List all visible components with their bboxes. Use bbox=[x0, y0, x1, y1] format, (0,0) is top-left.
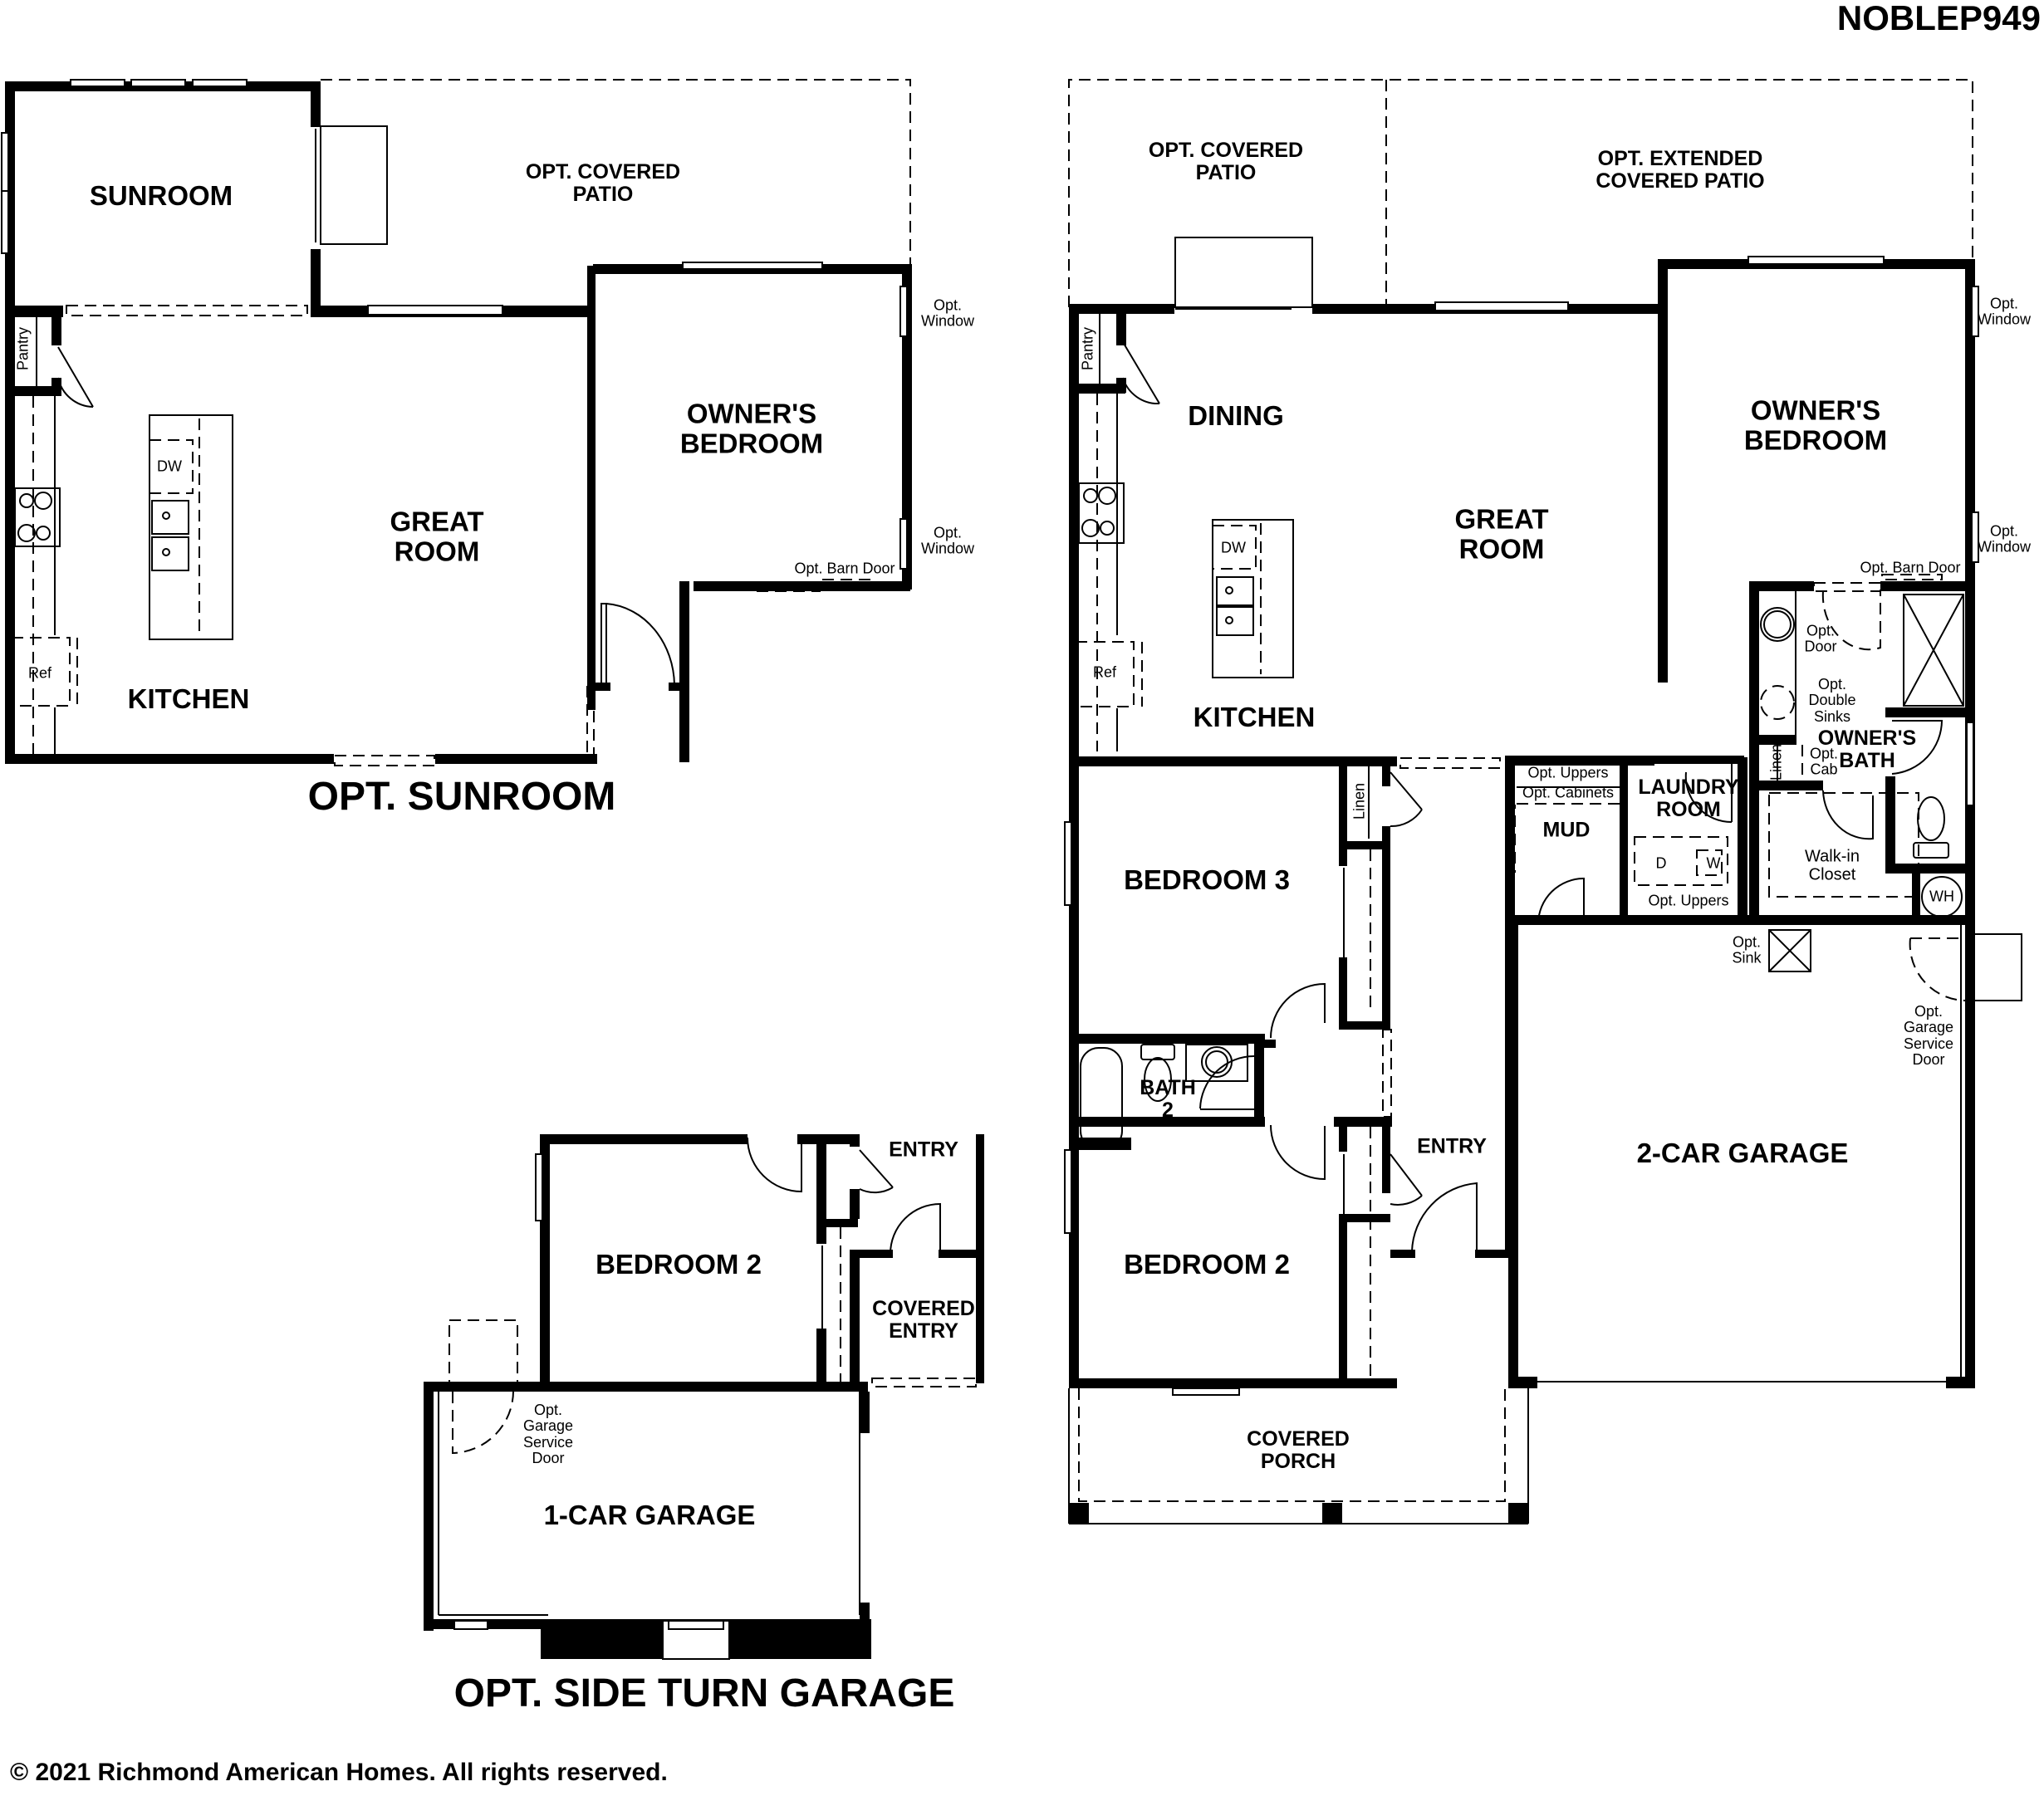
opt-side-turn-garage-plan bbox=[424, 1134, 984, 1660]
note-opt-barn-door: Opt. Barn Door bbox=[1860, 559, 1961, 576]
fixture-water-heater: WH bbox=[1929, 888, 1954, 905]
note-opt-window-2: Opt. Window bbox=[920, 524, 975, 557]
room-sunroom: SUNROOM bbox=[89, 180, 233, 212]
room-entry: ENTRY bbox=[1417, 1134, 1487, 1158]
room-entry: ENTRY bbox=[889, 1138, 958, 1162]
label-walk-in-closet: Walk-in Closet bbox=[1805, 847, 1860, 883]
title-opt-side-turn-garage: OPT. SIDE TURN GARAGE bbox=[453, 1671, 955, 1716]
label-linen-hall: Linen bbox=[1350, 782, 1368, 820]
room-dining: DINING bbox=[1188, 400, 1284, 432]
room-opt-extended-covered-patio: OPT. EXTENDED COVERED PATIO bbox=[1595, 147, 1765, 193]
note-opt-sink: Opt. Sink bbox=[1732, 933, 1762, 967]
note-opt-window-1: Opt. Window bbox=[1977, 295, 2032, 328]
note-opt-uppers: Opt. Uppers bbox=[1527, 764, 1609, 781]
room-great-room: GREAT ROOM bbox=[1454, 503, 1549, 564]
fixture-dishwasher: DW bbox=[1221, 539, 1246, 556]
room-one-car-garage: 1-CAR GARAGE bbox=[543, 1500, 756, 1531]
room-two-car-garage: 2-CAR GARAGE bbox=[1636, 1138, 1849, 1169]
note-opt-door: Opt. Door bbox=[1804, 622, 1837, 655]
room-laundry-room: LAUNDRY ROOM bbox=[1638, 776, 1739, 821]
note-opt-uppers-laundry: Opt. Uppers bbox=[1648, 892, 1729, 909]
opt-sunroom-plan bbox=[1, 79, 912, 766]
room-kitchen: KITCHEN bbox=[1193, 702, 1316, 733]
room-bedroom-2: BEDROOM 2 bbox=[1124, 1249, 1290, 1280]
room-opt-covered-patio: OPT. COVERED PATIO bbox=[525, 160, 681, 206]
note-opt-garage-service-door: Opt. Garage Service Door bbox=[1903, 1003, 1954, 1069]
room-covered-porch: COVERED PORCH bbox=[1247, 1427, 1350, 1473]
fixture-refrigerator: Ref bbox=[27, 664, 52, 682]
note-opt-cabinets: Opt. Cabinets bbox=[1522, 784, 1615, 801]
room-opt-covered-patio: OPT. COVERED PATIO bbox=[1148, 139, 1304, 184]
note-opt-garage-service-door: Opt. Garage Service Door bbox=[522, 1402, 574, 1467]
fixture-refrigerator: Ref bbox=[1092, 663, 1117, 681]
room-kitchen: KITCHEN bbox=[127, 683, 250, 715]
room-bedroom-2: BEDROOM 2 bbox=[596, 1249, 762, 1280]
title-opt-sunroom: OPT. SUNROOM bbox=[307, 775, 616, 820]
main-plan bbox=[1064, 79, 2022, 1524]
label-pantry: Pantry bbox=[14, 326, 32, 371]
note-opt-window-2: Opt. Window bbox=[1977, 522, 2032, 555]
note-opt-double-sinks: Opt. Double Sinks bbox=[1808, 675, 1856, 725]
room-covered-entry: COVERED ENTRY bbox=[872, 1297, 975, 1343]
room-owners-bath: OWNER'S BATH bbox=[1817, 727, 1917, 772]
room-mud: MUD bbox=[1542, 818, 1591, 842]
fixture-dryer: D bbox=[1655, 854, 1667, 872]
room-great-room: GREAT ROOM bbox=[390, 506, 484, 566]
plan-code: NOBLEP949 bbox=[1836, 0, 2041, 37]
copyright-footer: © 2021 Richmond American Homes. All righ… bbox=[10, 1759, 668, 1786]
note-opt-barn-door: Opt. Barn Door bbox=[794, 560, 895, 577]
fixture-washer: W bbox=[1706, 854, 1721, 872]
note-opt-cab: Opt. Cab bbox=[1809, 745, 1839, 778]
fixture-dishwasher: DW bbox=[157, 458, 182, 475]
room-owners-bedroom: OWNER'S BEDROOM bbox=[679, 398, 824, 458]
room-owners-bedroom: OWNER'S BEDROOM bbox=[1743, 394, 1888, 455]
room-bath-2: BATH 2 bbox=[1140, 1076, 1196, 1122]
label-pantry: Pantry bbox=[1079, 326, 1096, 371]
note-opt-window-1: Opt. Window bbox=[920, 296, 975, 330]
label-linen-bath: Linen bbox=[1767, 743, 1785, 781]
room-bedroom-3: BEDROOM 3 bbox=[1124, 864, 1290, 896]
